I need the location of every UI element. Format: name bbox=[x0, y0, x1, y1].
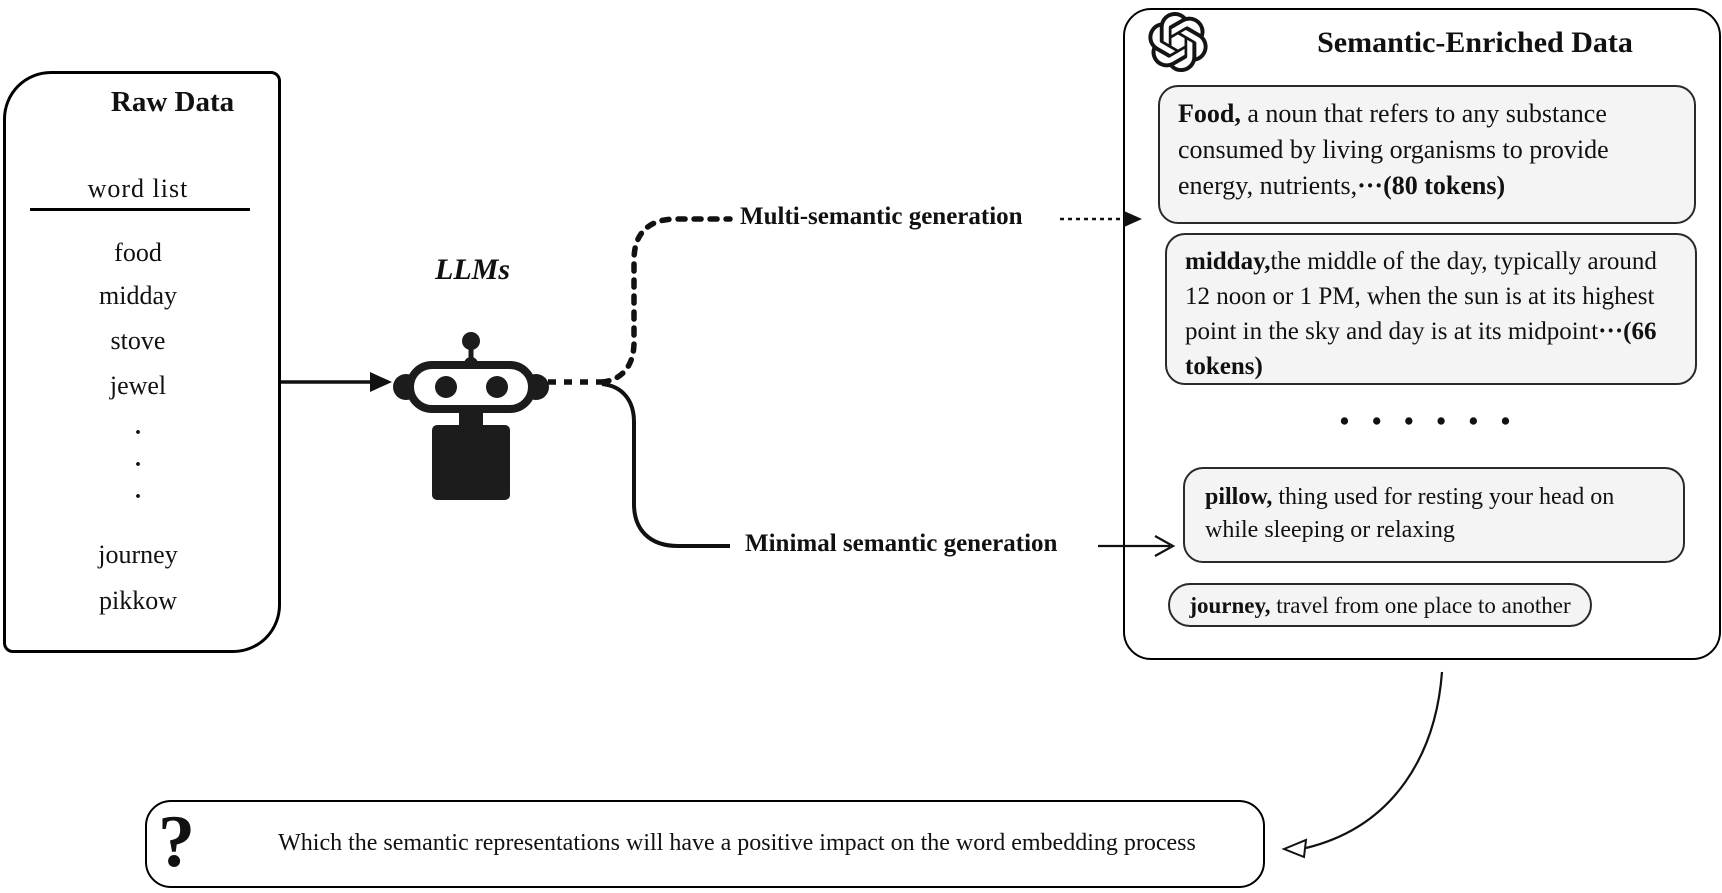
enriched-card-journey: journey, travel from one place to anothe… bbox=[1168, 583, 1592, 627]
card-keyword: journey, bbox=[1189, 593, 1271, 618]
word-list-underline bbox=[30, 208, 250, 211]
card-body: travel from one place to another bbox=[1270, 593, 1571, 618]
multi-semantic-generation-label: Multi-semantic generation bbox=[740, 203, 1023, 230]
word-item: journey bbox=[98, 540, 178, 569]
card-keyword: Food, bbox=[1178, 99, 1241, 128]
raw-data-box bbox=[3, 71, 281, 653]
enriched-card-midday: midday,the middle of the day, typically … bbox=[1165, 233, 1697, 385]
question-box bbox=[145, 800, 1265, 888]
card-body: the middle of the day, typically around … bbox=[1185, 248, 1657, 345]
semantic-enriched-data-title: Semantic-Enriched Data bbox=[1317, 26, 1633, 59]
card-body: thing used for resting your head on whil… bbox=[1205, 484, 1615, 543]
llms-label: LLMs bbox=[435, 253, 510, 286]
enriched-card-food: Food, a noun that refers to any substanc… bbox=[1158, 85, 1696, 224]
word-item: jewel bbox=[109, 371, 167, 400]
vertical-ellipsis-dot: · bbox=[133, 484, 142, 510]
robot-icon bbox=[393, 332, 549, 500]
word-item: pikkow bbox=[99, 586, 177, 615]
enriched-card-pillow: pillow, thing used for resting your head… bbox=[1183, 467, 1685, 563]
card-token-count: ···(66 tokens) bbox=[1185, 318, 1657, 380]
openai-logo-icon bbox=[1148, 12, 1208, 74]
question-text: Which the semantic representations will … bbox=[278, 830, 1196, 856]
minimal-semantic-generation-label: Minimal semantic generation bbox=[745, 530, 1058, 557]
arrow-rawdata-to-llm bbox=[281, 372, 392, 392]
word-item: midday bbox=[99, 281, 177, 310]
vertical-ellipsis-dot: · bbox=[133, 420, 142, 446]
card-keyword: midday, bbox=[1185, 248, 1271, 275]
multi-semantic-dashed-curve bbox=[599, 216, 733, 385]
horizontal-ellipsis-dots: • • • • • • bbox=[1339, 406, 1511, 436]
enriched-to-question-arrow bbox=[1281, 671, 1444, 859]
minimal-semantic-solid-curve bbox=[601, 382, 730, 548]
vertical-ellipsis-dot: · bbox=[133, 452, 142, 478]
word-item: food bbox=[114, 238, 162, 267]
card-body: a noun that refers to any substance cons… bbox=[1178, 99, 1609, 200]
question-mark-icon: ? bbox=[158, 801, 195, 883]
card-keyword: pillow, bbox=[1205, 484, 1273, 510]
card-token-count: ···(80 tokens) bbox=[1357, 171, 1506, 200]
word-list-header: word list bbox=[87, 174, 189, 203]
raw-data-title: Raw Data bbox=[110, 86, 235, 118]
word-item: stove bbox=[110, 326, 166, 355]
